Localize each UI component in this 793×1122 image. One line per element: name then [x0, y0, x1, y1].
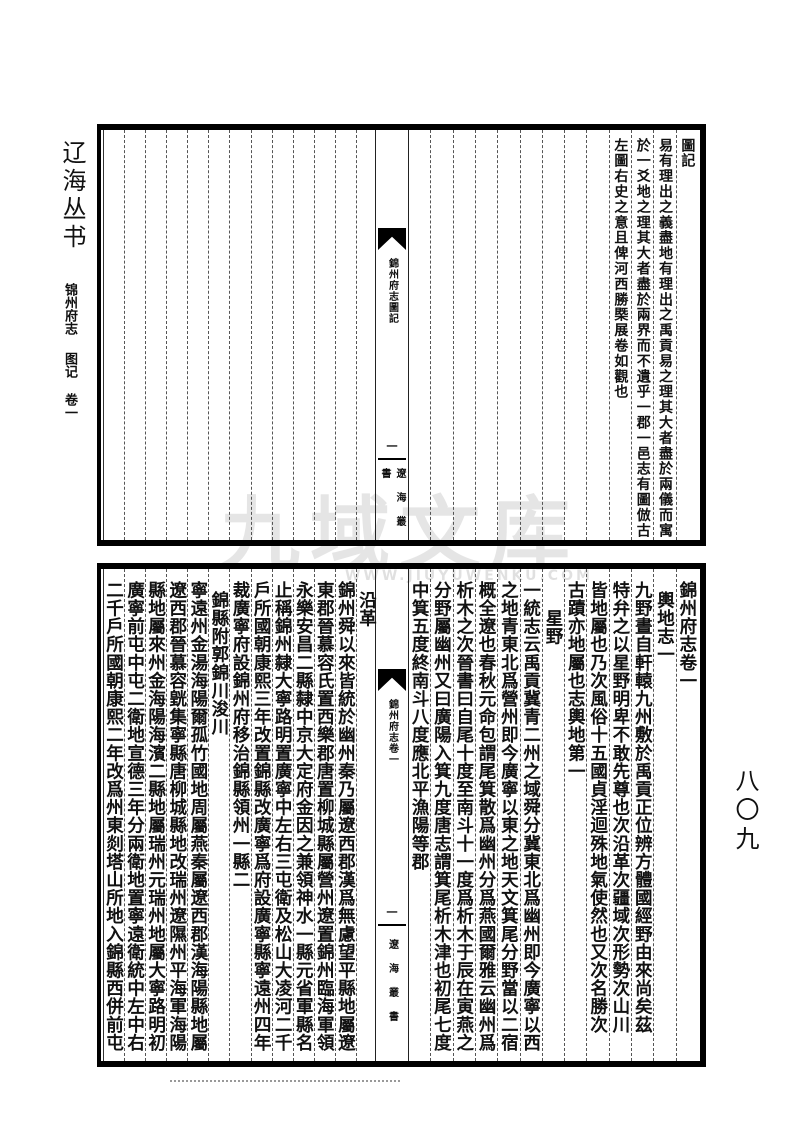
empty-ruled-column — [313, 130, 335, 540]
upper-leaf: 圖記易有理出之義盡地有理出之禹貢易之理其大者盡於兩儀而寓於一爻地之理其大者盡於兩… — [97, 124, 706, 546]
text-column: 於一爻地之理其大者盡於兩界而不遺乎一郡一邑志有圖倣古 — [631, 130, 653, 540]
empty-ruled-column — [292, 130, 314, 540]
empty-ruled-column — [145, 130, 166, 540]
text-column: 戶所國朝康熙三年改置錦縣改廣寧爲府設廣寧縣寧遠州四年 — [250, 569, 272, 1061]
empty-ruled-column — [250, 130, 272, 540]
text-column: 東郡晉慕容氏置西樂郡唐置柳城縣屬營州遼置錦州臨海軍領 — [313, 569, 335, 1061]
empty-ruled-column — [271, 130, 293, 540]
text-column: 錦州舜以來皆統於幽州秦乃屬遼西郡漢爲無慮望平縣地屬遼 — [334, 569, 356, 1061]
book-title: 锦州府志 — [62, 283, 77, 335]
text-column: 易有理出之義盡地有理出之禹貢易之理其大者盡於兩儀而寓 — [653, 130, 675, 540]
fold-title: 錦州府志圖記 — [386, 258, 398, 324]
fold-press-name: 遼海叢書 — [386, 939, 398, 1035]
empty-ruled-column — [474, 130, 497, 540]
text-column: 遼西郡晉慕容皝集寧縣唐柳城縣地改瑞州遼隰州平海軍海陽 — [166, 569, 187, 1061]
text-column: 輿地志一 — [653, 569, 675, 1061]
upper-left-half — [102, 130, 377, 540]
text-column: 析木之次晉書曰自尾十度至南斗十一度爲析木于辰在寅燕之 — [452, 569, 475, 1061]
fold-press-name: 遼海叢書 — [379, 468, 405, 540]
lower-left-half: 沿革錦州舜以來皆統於幽州秦乃屬遼西郡漢爲無慮望平縣地屬遼東郡晉慕容氏置西樂郡唐置… — [102, 569, 377, 1061]
text-column: 特弁之以星野明卑不敢先尊也次沿革次疆域次形勢次山川 — [608, 569, 631, 1061]
empty-ruled-column — [124, 130, 145, 540]
fold-title: 錦州府志卷一 — [386, 699, 398, 765]
text-column: 永樂安昌二縣隸中京大定府金因之兼領神水一縣元省軍縣名 — [292, 569, 314, 1061]
fold-leaf-number: 一 — [386, 440, 398, 453]
text-column: 分野屬幽州又曰廣陽入箕九度唐志謂箕尾析木津也初尾七度 — [430, 569, 452, 1061]
empty-ruled-column — [541, 130, 564, 540]
series-title: 辽海丛书 — [58, 140, 86, 252]
text-column: 二千戶所國朝康熙二年改爲州東剡塔山所地入錦縣西併前屯 — [102, 569, 124, 1061]
text-column: 廣寧前屯中屯二衛地宣德三年分兩衛地置寧遠衛統中左中右 — [124, 569, 145, 1061]
empty-ruled-column — [564, 130, 586, 540]
empty-ruled-column — [497, 130, 519, 540]
text-column: 九野晝自軒轅九州敷於禹貢正位辨方體國經野由來尚矣茲 — [631, 569, 653, 1061]
empty-ruled-column — [355, 130, 377, 540]
empty-ruled-column — [208, 130, 229, 540]
text-column: 古蹟亦地屬也志輿地第一 — [564, 569, 586, 1061]
empty-ruled-column — [187, 130, 208, 540]
text-column: 概全遼也春秋元命包謂尾箕散爲幽州分爲燕國爾雅云幽州爲 — [474, 569, 497, 1061]
fold-rule — [378, 924, 406, 926]
text-column: 錦縣附郭錦川浚川 — [208, 569, 229, 1061]
empty-ruled-column — [407, 130, 430, 540]
lower-fold-center: 錦州府志卷一 一 遼海叢書 — [375, 569, 409, 1061]
empty-ruled-column — [430, 130, 452, 540]
watermark-url: WWW.JIUYUWENKU.COM — [345, 568, 593, 584]
text-column: 錦州府志卷一 — [675, 569, 698, 1061]
text-column: 圖記 — [675, 130, 698, 540]
text-column: 中箕五度終南斗八度應北平漁陽等郡 — [407, 569, 430, 1061]
text-column: 寧遠州金湯海陽爾孤竹國地周屬燕秦屬遼西郡漢海陽縣地屬 — [187, 569, 208, 1061]
lower-leaf: 錦州府志卷一輿地志一九野晝自軒轅九州敷於禹貢正位辨方體國經野由來尚矣茲特弁之以星… — [97, 563, 706, 1067]
empty-ruled-column — [519, 130, 542, 540]
text-column: 止稱錦州隸大寧路明置廣寧中左右三屯衛及松山大凌河二千 — [271, 569, 293, 1061]
text-column: 星野 — [541, 569, 564, 1061]
lower-right-half: 錦州府志卷一輿地志一九野晝自軒轅九州敷於禹貢正位辨方體國經野由來尚矣茲特弁之以星… — [407, 569, 698, 1061]
text-column: 之地青東北爲營州即今廣寧以東之地天文箕尾分野當以二宿 — [497, 569, 519, 1061]
empty-ruled-column — [452, 130, 475, 540]
empty-ruled-column — [334, 130, 356, 540]
text-column: 左圖右史之意且俾河西勝槩展卷如觀也 — [608, 130, 631, 540]
empty-ruled-column — [166, 130, 187, 540]
fishtail-mark — [378, 228, 406, 250]
section-title: 图记 — [62, 352, 77, 378]
text-column: 縣地屬來州金海陽海濱二縣地屬瑞州元瑞州地屬大寧路明初 — [145, 569, 166, 1061]
fold-rule — [378, 458, 406, 460]
fishtail-mark — [378, 669, 406, 691]
page-number: 八〇九 — [731, 768, 759, 855]
upper-fold-center: 錦州府志圖記 一 遼海叢書 — [375, 130, 409, 540]
empty-ruled-column — [102, 130, 124, 540]
empty-ruled-column — [586, 130, 608, 540]
volume-label: 卷一 — [62, 393, 77, 419]
upper-right-half: 圖記易有理出之義盡地有理出之禹貢易之理其大者盡於兩儀而寓於一爻地之理其大者盡於兩… — [407, 130, 698, 540]
scan-artifact — [170, 1080, 400, 1082]
text-column: 一統志云禹貢冀青二州之域舜分冀東北爲幽州即今廣寧以西 — [519, 569, 542, 1061]
text-column: 皆地屬也乃次風俗十五國貞淫迴殊地氣使然也又次名勝次 — [586, 569, 608, 1061]
fold-leaf-number: 一 — [386, 906, 398, 919]
empty-ruled-column — [229, 130, 250, 540]
text-column: 沿革 — [355, 569, 377, 1061]
text-column: 裁廣寧府設錦州府移治錦縣領州一縣二 — [229, 569, 250, 1061]
